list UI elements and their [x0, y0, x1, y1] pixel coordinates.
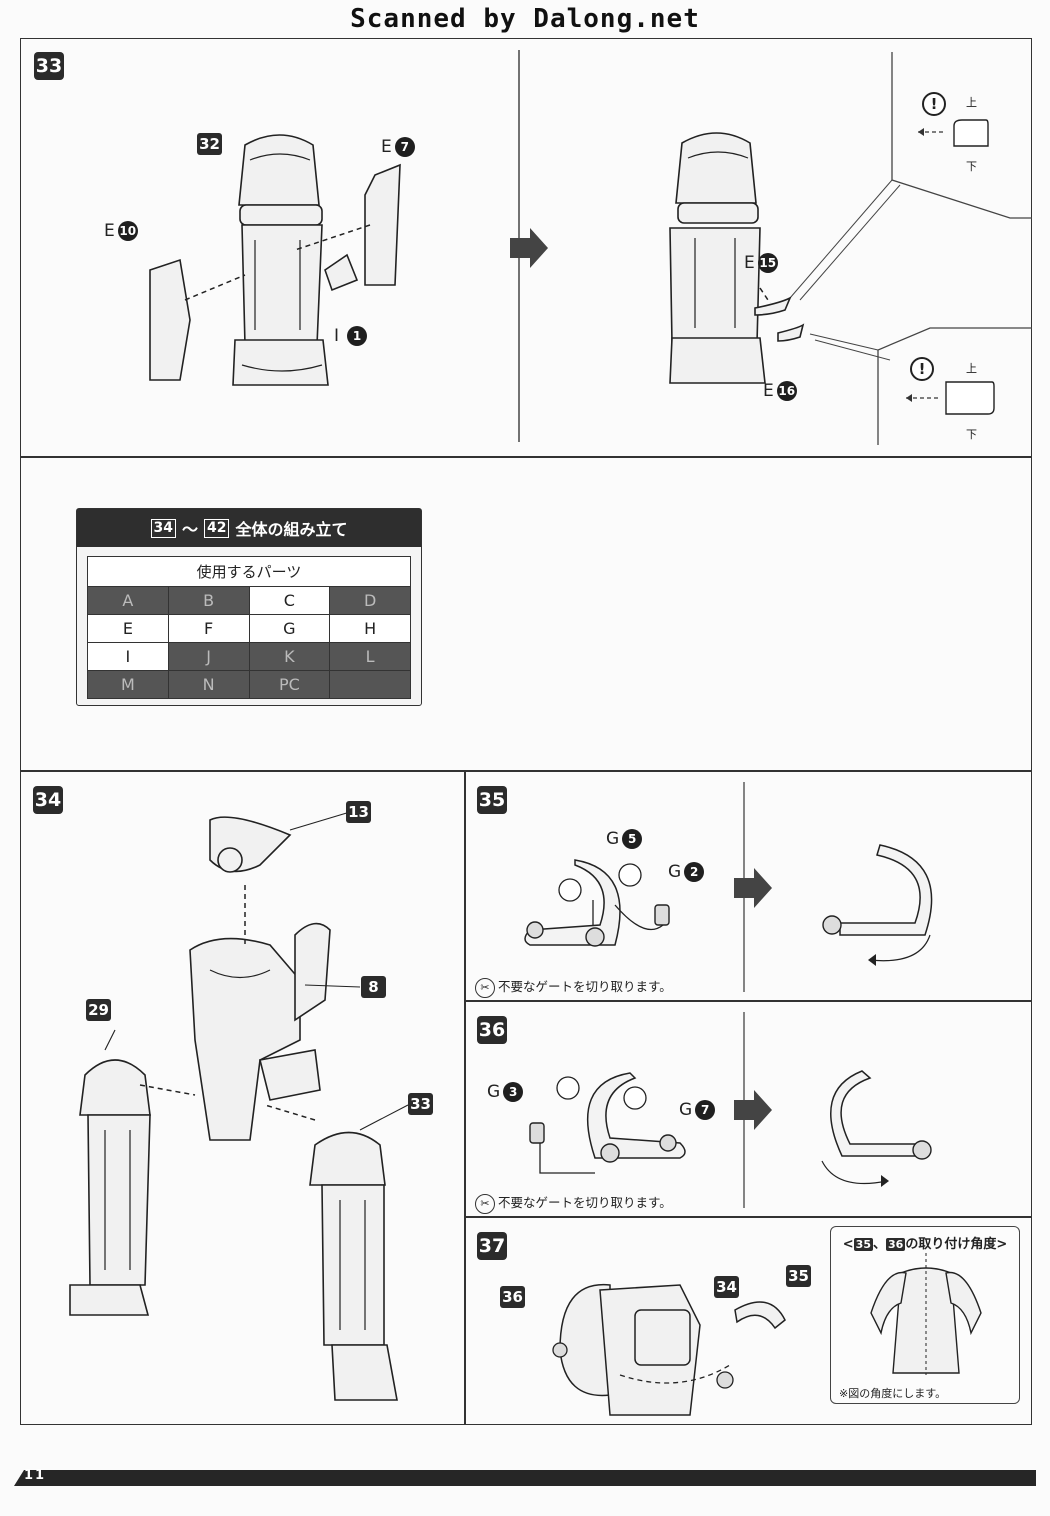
step-37-panel: [465, 1217, 1032, 1425]
step-35-panel: [465, 771, 1032, 1001]
parts-cell: PC: [248, 670, 331, 699]
orientation-piece-icon: [918, 119, 989, 147]
nipper-icon: ✂: [475, 977, 495, 998]
range-end: 42: [204, 518, 230, 538]
parts-cell: J: [167, 642, 250, 671]
step-34-panel: [20, 771, 465, 1425]
orientation-piece-icon-2: [906, 381, 995, 415]
parts-cell: K: [248, 642, 331, 671]
step-37-body-drawing: [552, 1283, 786, 1416]
parts-cell: L: [329, 642, 411, 671]
parts-section: [20, 457, 1032, 771]
part-32-tag: 32: [197, 133, 222, 155]
parts-title-text: 全体の組み立て: [235, 520, 348, 539]
orientation-up-label-2: 上: [966, 362, 977, 375]
step-35-number: 35: [477, 786, 507, 814]
step-33-leg-drawing-right: [669, 132, 805, 384]
part-29-tag: 29: [86, 999, 111, 1021]
part-e10-number: 10: [117, 221, 138, 241]
step-35-note: ✂不要なゲートを切り取ります。: [475, 976, 672, 998]
parts-cell: M: [87, 670, 169, 699]
part-g5-number: 5: [622, 829, 643, 849]
parts-cell: C: [248, 586, 331, 615]
orientation-down-label-2: 下: [966, 428, 977, 441]
orientation-up-label: 上: [966, 96, 977, 109]
part-e16-number: 16: [776, 381, 797, 401]
warning-icon-2: !: [910, 357, 934, 381]
part-35-tag: 35: [786, 1265, 811, 1287]
step-34-body-drawing: [69, 811, 409, 1401]
step-33-number: 33: [34, 52, 64, 80]
parts-cell: H: [329, 614, 411, 643]
step-35-arm-drawing: [524, 859, 670, 947]
part-e15-number: 15: [757, 253, 778, 273]
part-36-tag: 36: [500, 1286, 525, 1308]
step-33-panel: [20, 38, 1032, 457]
range-separator: 〜: [181, 520, 198, 539]
part-e7-number: 7: [394, 137, 415, 157]
part-g7-number: 7: [695, 1100, 716, 1120]
part-13-tag: 13: [346, 801, 371, 823]
parts-cell: A: [87, 586, 169, 615]
step-36-arm-drawing: [529, 1072, 686, 1174]
part-33-tag: 33: [408, 1093, 433, 1115]
part-8-tag: 8: [361, 976, 386, 998]
part-g3-number: 3: [503, 1082, 524, 1102]
parts-table-header: 使用するパーツ: [87, 556, 411, 587]
step-36-panel: [465, 1001, 1032, 1217]
step-36-note: ✂不要なゲートを切り取ります。: [475, 1192, 672, 1214]
step-35-result-drawing: [822, 844, 933, 966]
parts-cell: F: [167, 614, 250, 643]
step-34-number: 34: [33, 786, 63, 814]
parts-cell: I: [87, 642, 169, 671]
part-g2-number: 2: [684, 862, 705, 882]
inset-part-a: 35: [853, 1238, 873, 1251]
parts-cell: E: [87, 614, 169, 643]
step-36-number: 36: [477, 1016, 507, 1044]
next-arrow-icon-36: [734, 1090, 772, 1130]
parts-panel-title: 34 〜 42 全体の組み立て: [77, 509, 421, 547]
step-37-number: 37: [477, 1232, 507, 1260]
parts-cell: B: [167, 586, 250, 615]
next-arrow-icon-35: [734, 868, 772, 908]
warning-icon: !: [922, 92, 946, 116]
page-number: 11: [24, 1468, 47, 1483]
parts-cell: D: [329, 586, 411, 615]
angle-inset-drawing: [870, 1253, 982, 1375]
parts-panel: 34 〜 42 全体の組み立て 使用するパーツ A B C D E F G H …: [76, 508, 422, 706]
parts-table: 使用するパーツ A B C D E F G H I J K L M N PC: [87, 556, 411, 699]
parts-cell: G: [248, 614, 331, 643]
nipper-icon-2: ✂: [475, 1193, 495, 1214]
step-33-leg-drawing-left: [149, 134, 401, 386]
watermark: Scanned by Dalong.net: [350, 4, 700, 34]
range-start: 34: [150, 518, 176, 538]
step-36-result-drawing: [821, 1070, 932, 1187]
part-i1-number: 1: [347, 326, 368, 346]
parts-cell: [329, 670, 411, 699]
parts-cell: N: [167, 670, 250, 699]
footer-bar: [14, 1470, 1036, 1486]
part-34-tag: 34: [714, 1276, 739, 1298]
next-arrow-icon: [510, 228, 548, 268]
orientation-down-label: 下: [966, 160, 977, 173]
angle-inset-note: ※図の角度にします。: [839, 1387, 947, 1400]
inset-part-b: 36: [886, 1238, 906, 1251]
